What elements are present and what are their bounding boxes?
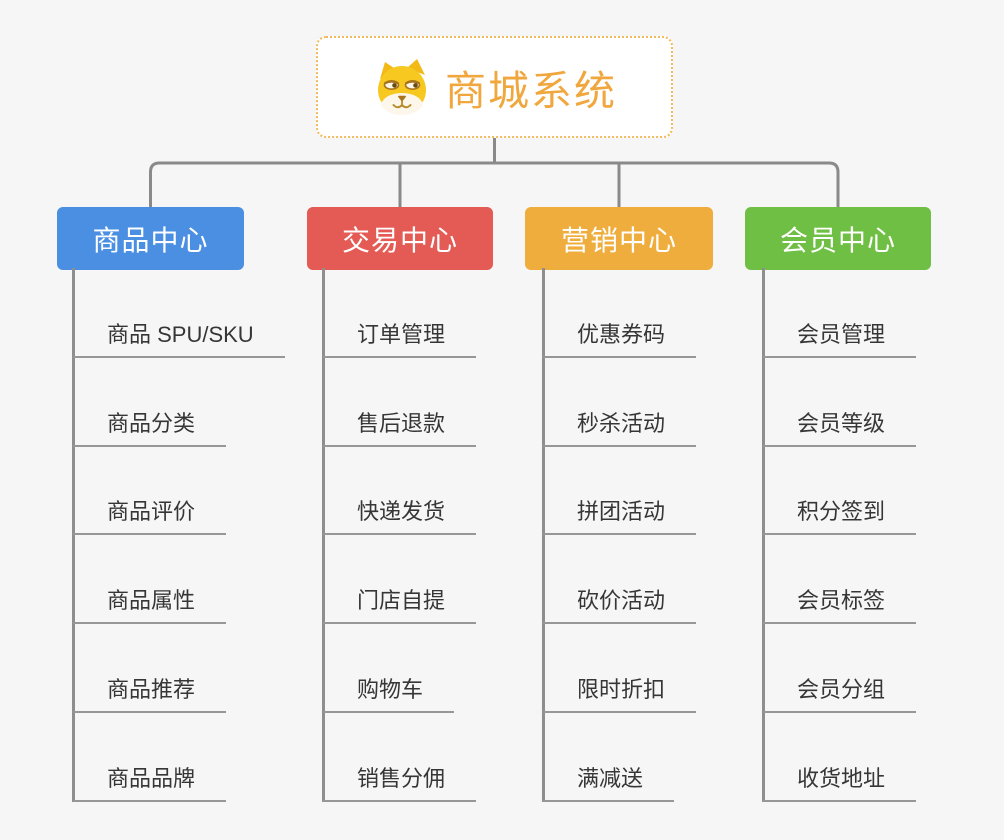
topic-store-pickup[interactable]: 门店自提 xyxy=(323,584,477,624)
topic-product-attribute[interactable]: 商品属性 xyxy=(73,584,227,624)
topic-product-review[interactable]: 商品评价 xyxy=(73,495,227,535)
topic-order-management[interactable]: 订单管理 xyxy=(323,318,477,358)
topic-express-delivery[interactable]: 快递发货 xyxy=(323,495,477,535)
topic-coupon-code[interactable]: 优惠券码 xyxy=(543,318,697,358)
branch-node-trade-center[interactable]: 交易中心 xyxy=(307,207,493,270)
topic-product-category[interactable]: 商品分类 xyxy=(73,407,227,447)
topic-member-group[interactable]: 会员分组 xyxy=(763,673,917,713)
branch-trunk-line xyxy=(542,268,545,802)
branch-trunk-line xyxy=(762,268,765,802)
topic-product-spu-sku[interactable]: 商品 SPU/SKU xyxy=(73,318,285,358)
topic-limited-time-discount[interactable]: 限时折扣 xyxy=(543,673,697,713)
topic-bargain-activity[interactable]: 砍价活动 xyxy=(543,584,697,624)
topic-points-checkin[interactable]: 积分签到 xyxy=(763,495,917,535)
doge-icon xyxy=(378,59,426,115)
topic-shopping-cart[interactable]: 购物车 xyxy=(323,673,455,713)
topic-sales-commission[interactable]: 销售分佣 xyxy=(323,762,477,802)
root-node-mall-system[interactable]: 商城系统 xyxy=(316,36,673,138)
topic-product-brand[interactable]: 商品品牌 xyxy=(73,762,227,802)
topic-spend-and-save[interactable]: 满减送 xyxy=(543,762,675,802)
branch-node-marketing-center[interactable]: 营销中心 xyxy=(525,207,713,270)
topic-member-management[interactable]: 会员管理 xyxy=(763,318,917,358)
topic-group-buy[interactable]: 拼团活动 xyxy=(543,495,697,535)
topic-flash-sale[interactable]: 秒杀活动 xyxy=(543,407,697,447)
branch-node-member-center[interactable]: 会员中心 xyxy=(745,207,931,270)
topic-after-sale-refund[interactable]: 售后退款 xyxy=(323,407,477,447)
branch-trunk-line xyxy=(72,268,75,802)
root-title: 商城系统 xyxy=(445,68,617,114)
topic-member-tag[interactable]: 会员标签 xyxy=(763,584,917,624)
branch-trunk-line xyxy=(322,268,325,802)
topic-member-level[interactable]: 会员等级 xyxy=(763,407,917,447)
branch-node-product-center[interactable]: 商品中心 xyxy=(57,207,244,270)
topic-shipping-address[interactable]: 收货地址 xyxy=(763,762,917,802)
topic-product-recommend[interactable]: 商品推荐 xyxy=(73,673,227,713)
